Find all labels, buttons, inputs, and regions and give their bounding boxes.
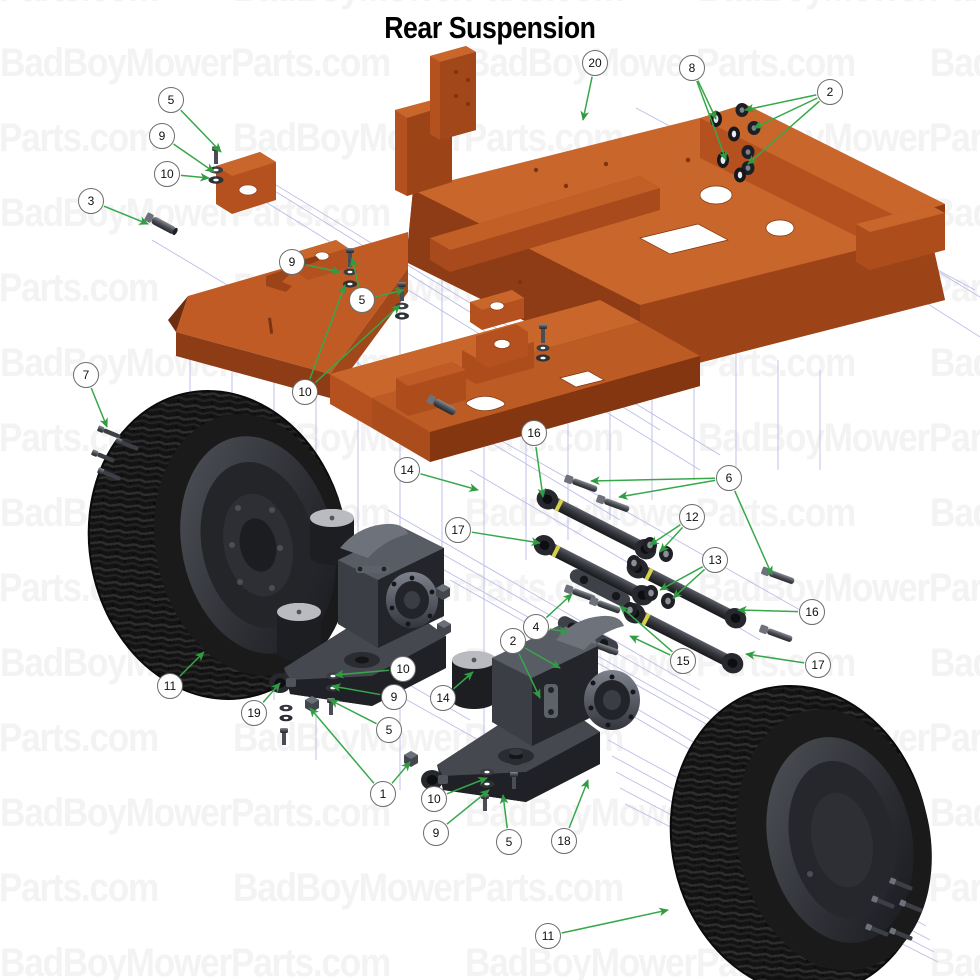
leader-line-1 (391, 761, 411, 784)
callout-bubble-3[interactable]: 3 (78, 188, 104, 214)
leader-line-6 (590, 476, 716, 486)
leader-line-16 (535, 446, 547, 498)
leader-line-10 (314, 304, 401, 384)
leader-line-16 (737, 605, 799, 615)
callout-bubble-11[interactable]: 11 (535, 923, 561, 949)
leader-line-15 (619, 605, 673, 653)
leader-line-10 (180, 172, 210, 182)
callout-bubble-5[interactable]: 5 (349, 287, 375, 313)
callout-bubble-9[interactable]: 9 (423, 820, 449, 846)
leader-line-2 (518, 653, 541, 699)
leader-line-10 (309, 284, 347, 380)
callout-bubble-10[interactable]: 10 (292, 379, 318, 405)
callout-bubble-13[interactable]: 13 (702, 547, 728, 573)
leader-line-18 (568, 779, 589, 829)
callout-bubble-14[interactable]: 14 (430, 685, 456, 711)
frame-assembly-20 (168, 46, 945, 462)
leader-line-5 (375, 287, 405, 298)
callout-bubble-11[interactable]: 11 (157, 673, 183, 699)
leader-line-13 (659, 566, 704, 591)
callout-bubble-8[interactable]: 8 (679, 55, 705, 81)
leader-line-2 (753, 97, 818, 129)
leader-line-5 (499, 794, 509, 829)
leader-line-17 (745, 650, 805, 664)
callout-bubble-10[interactable]: 10 (154, 161, 180, 187)
callout-bubble-5[interactable]: 5 (376, 717, 402, 743)
callout-bubble-6[interactable]: 6 (716, 465, 742, 491)
callout-bubble-18[interactable]: 18 (551, 828, 577, 854)
leader-line-12 (649, 524, 681, 546)
leader-line-8 (696, 80, 728, 161)
callout-bubble-10[interactable]: 10 (390, 656, 416, 682)
leader-line-2 (747, 100, 820, 165)
leader-line-11 (561, 907, 669, 934)
frame-hardware (144, 103, 761, 415)
page-title: Rear Suspension (0, 10, 980, 46)
leader-line-19 (262, 682, 281, 703)
leader-line-11 (179, 651, 205, 677)
leader-line-2 (744, 94, 817, 113)
leader-line-5 (329, 699, 377, 725)
callout-bubble-10[interactable]: 10 (421, 786, 447, 812)
callout-bubble-4[interactable]: 4 (523, 614, 549, 640)
leader-line-4 (545, 593, 573, 619)
leader-line-5 (180, 109, 222, 153)
callout-bubble-15[interactable]: 15 (670, 648, 696, 674)
callout-bubble-5[interactable]: 5 (496, 829, 522, 855)
leader-line-8 (697, 80, 717, 120)
leader-line-9 (305, 264, 341, 275)
callout-bubble-9[interactable]: 9 (381, 684, 407, 710)
leader-line-9 (331, 683, 381, 696)
leader-line-3 (103, 205, 149, 225)
callout-bubble-2[interactable]: 2 (500, 628, 526, 654)
leader-line-10 (334, 669, 390, 679)
callout-bubble-17[interactable]: 17 (445, 517, 471, 543)
leader-line-6 (618, 479, 716, 500)
callout-bubble-19[interactable]: 19 (241, 700, 267, 726)
callout-bubble-1[interactable]: 1 (370, 781, 396, 807)
leader-line-2 (524, 647, 561, 669)
right-suspension-arm-assembly (404, 584, 640, 811)
right-wheel-11 (669, 685, 932, 980)
leader-line-15 (629, 635, 671, 656)
leader-lines (90, 76, 820, 934)
callout-bubble-7[interactable]: 7 (73, 362, 99, 388)
leader-line-14 (453, 671, 474, 690)
callout-bubble-20[interactable]: 20 (582, 50, 608, 76)
callout-bubble-12[interactable]: 12 (679, 504, 705, 530)
left-suspension-arm-assembly (269, 509, 446, 745)
callout-bubble-2[interactable]: 2 (817, 79, 843, 105)
leader-line-14 (420, 473, 479, 492)
leader-line-7 (90, 387, 108, 428)
leader-line-13 (672, 568, 706, 599)
callout-bubble-16[interactable]: 16 (799, 599, 825, 625)
callout-bubble-9[interactable]: 9 (149, 123, 175, 149)
leader-line-1 (309, 707, 375, 784)
leader-line-17 (471, 531, 541, 546)
page-title-text: Rear Suspension (384, 10, 596, 45)
leader-line-6 (733, 490, 773, 576)
leader-line-9 (446, 789, 490, 825)
leader-line-12 (659, 526, 684, 553)
leader-line-10 (446, 777, 488, 795)
callout-bubble-14[interactable]: 14 (394, 457, 420, 483)
callout-bubble-9[interactable]: 9 (279, 249, 305, 275)
leader-line-9 (173, 143, 215, 173)
callout-bubble-17[interactable]: 17 (805, 652, 831, 678)
leader-line-20 (580, 76, 593, 121)
callout-bubble-16[interactable]: 16 (521, 420, 547, 446)
leader-line-5 (349, 257, 360, 287)
callout-bubble-5[interactable]: 5 (158, 87, 184, 113)
leader-line-4 (549, 626, 569, 635)
